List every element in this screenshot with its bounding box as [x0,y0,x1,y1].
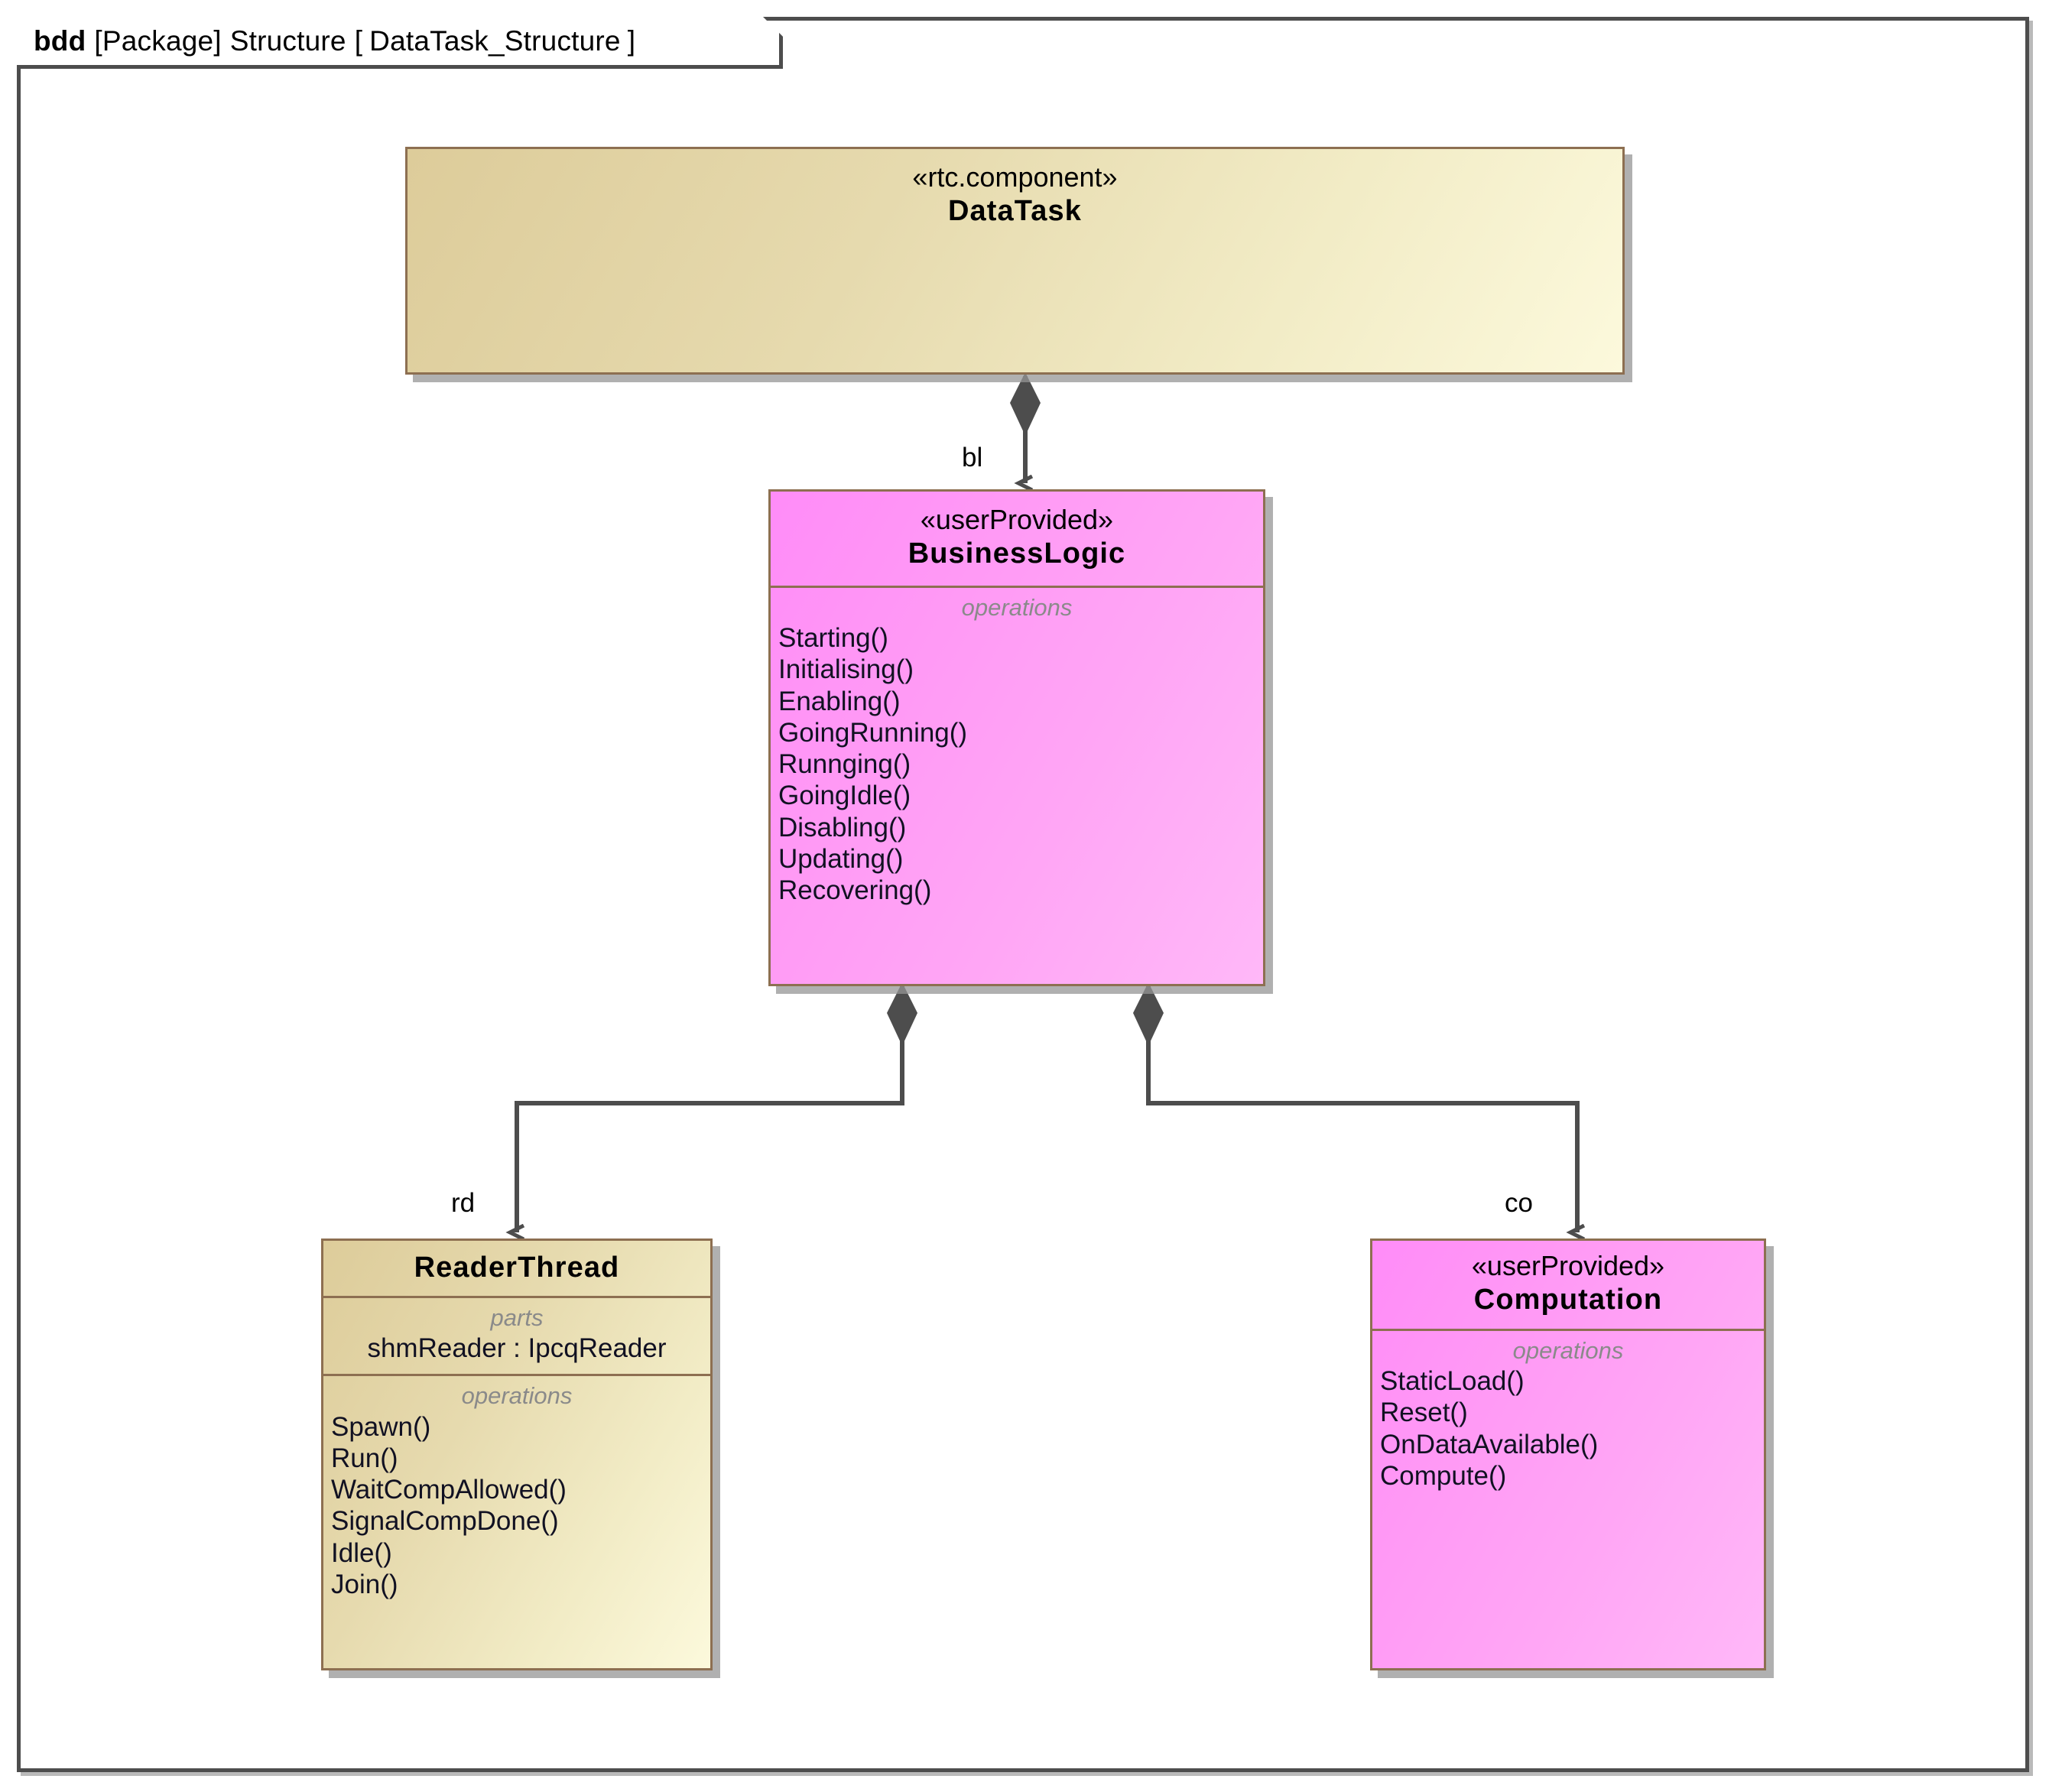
block-readerthread-operations-list: Spawn() Run() WaitCompAllowed() SignalCo… [323,1411,710,1609]
compartment-label-operations: operations [461,1382,573,1410]
block-computation-title: Computation [1473,1284,1663,1316]
block-businesslogic-stereotype: «userProvided» [920,504,1114,535]
diagram-frame-header: bdd [Package] Structure [ DataTask_Struc… [17,17,783,69]
block-computation-operations-compartment: operations StaticLoad() Reset() OnDataAv… [1372,1328,1764,1499]
operation-item: Reset() [1380,1398,1468,1428]
operation-item: Disabling() [778,812,907,842]
part-item: shmReader : IpcqReader [367,1333,667,1364]
diagram-name: DataTask_Structure [369,25,621,57]
operation-item: Enabling() [778,686,901,716]
diagram-kind-label: bdd [34,25,86,57]
operation-item: Initialising() [778,654,914,685]
diagram-frame-header-text: bdd [Package] Structure [ DataTask_Struc… [34,27,635,55]
diagram-bracket-close: ] [627,25,636,57]
diagram-bracket-open: [ [354,25,363,57]
operation-item: GoingRunning() [778,717,968,748]
block-datatask-header: «rtc.component» DataTask [408,149,1622,243]
operation-item: Spawn() [331,1411,431,1442]
operation-item: Idle() [331,1537,392,1568]
block-datatask-stereotype: «rtc.component» [912,161,1118,193]
operation-item: GoingIdle() [778,781,911,811]
operation-item: WaitCompAllowed() [331,1475,567,1505]
operation-item: Starting() [778,622,888,653]
operation-item: Compute() [1380,1460,1507,1491]
operation-item: Runnging() [778,749,911,780]
block-readerthread-title: ReaderThread [414,1251,620,1284]
operation-item: Updating() [778,844,904,874]
connector-label-bl: bl [962,443,983,472]
connector-label-rd: rd [451,1188,476,1218]
block-businesslogic-title: BusinessLogic [908,537,1126,570]
operation-item: Recovering() [778,875,932,906]
operation-item: Join() [331,1570,398,1600]
block-businesslogic-operations-list: Starting() Initialising() Enabling() Goi… [771,622,1263,914]
block-businesslogic-header: «userProvided» BusinessLogic [771,492,1263,586]
diagram-type-label: [Package] [94,25,222,57]
block-businesslogic[interactable]: «userProvided» BusinessLogic operations … [768,489,1265,986]
compartment-label-operations: operations [961,593,1073,621]
block-readerthread-header: ReaderThread [323,1241,710,1296]
block-computation[interactable]: «userProvided» Computation operations St… [1370,1238,1766,1670]
operation-item: OnDataAvailable() [1380,1429,1599,1459]
block-computation-header: «userProvided» Computation [1372,1241,1764,1329]
diagram-frame [17,17,2029,1772]
connector-label-co: co [1505,1188,1533,1218]
block-readerthread[interactable]: ReaderThread parts shmReader : IpcqReade… [321,1238,713,1670]
operation-item: SignalCompDone() [331,1506,559,1537]
compartment-label-operations: operations [1512,1336,1624,1364]
diagram-package-name: Structure [229,25,346,57]
operation-item: StaticLoad() [1380,1365,1525,1396]
block-businesslogic-operations-compartment: operations Starting() Initialising() Ena… [771,585,1263,914]
block-readerthread-parts-compartment: parts shmReader : IpcqReader [323,1296,710,1374]
block-datatask-title: DataTask [948,195,1082,228]
block-datatask[interactable]: «rtc.component» DataTask [405,147,1625,375]
block-computation-stereotype: «userProvided» [1471,1250,1665,1281]
block-readerthread-operations-compartment: operations Spawn() Run() WaitCompAllowed… [323,1374,710,1608]
block-computation-operations-list: StaticLoad() Reset() OnDataAvailable() C… [1372,1365,1764,1499]
compartment-label-parts: parts [490,1304,544,1332]
operation-item: Run() [331,1443,398,1473]
